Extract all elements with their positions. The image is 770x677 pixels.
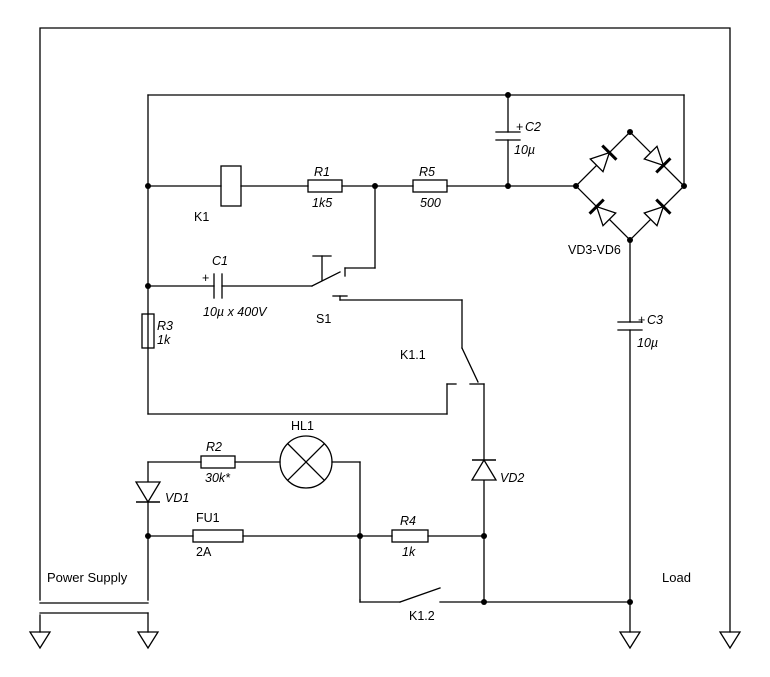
junction-dots xyxy=(145,92,687,605)
label-power-supply: Power Supply xyxy=(47,570,128,585)
label-c2-plus: + xyxy=(516,120,523,134)
top-wiring xyxy=(147,94,685,461)
label-r1-name: R1 xyxy=(314,165,330,179)
label-r5-name: R5 xyxy=(419,165,435,179)
diode-vd1 xyxy=(134,481,162,504)
label-r3-name: R3 xyxy=(157,319,173,333)
label-s1: S1 xyxy=(316,312,331,326)
label-c2-name: C2 xyxy=(525,120,541,134)
resistor-r5 xyxy=(412,179,448,193)
label-c3-plus: + xyxy=(638,313,645,327)
resistor-r2 xyxy=(200,455,236,469)
label-fu1-value: 2A xyxy=(196,545,212,559)
ground-arrow-right xyxy=(718,631,742,650)
label-hl1: HL1 xyxy=(291,419,314,433)
label-k1: K1 xyxy=(194,210,209,224)
label-load: Load xyxy=(662,570,691,585)
label-r5-value: 500 xyxy=(420,196,441,210)
relay-k1-coil xyxy=(220,165,242,207)
switch-s1 xyxy=(311,255,348,297)
label-r4-name: R4 xyxy=(400,514,416,528)
diode-vd2 xyxy=(470,458,498,481)
label-k1-1: K1.1 xyxy=(400,348,426,362)
label-c3-name: C3 xyxy=(647,313,663,327)
label-vd2: VD2 xyxy=(500,471,524,485)
lower-wiring xyxy=(147,461,631,603)
label-c1-value: 10µ x 400V xyxy=(203,305,268,319)
label-vd3-vd6: VD3-VD6 xyxy=(568,243,621,257)
label-k1-2: K1.2 xyxy=(409,609,435,623)
label-r1-value: 1k5 xyxy=(312,196,332,210)
label-fu1-name: FU1 xyxy=(196,511,220,525)
label-r2-name: R2 xyxy=(206,440,222,454)
label-r3-value: 1k xyxy=(157,333,171,347)
c3-load-branch xyxy=(617,239,643,650)
resistor-r1 xyxy=(307,179,343,193)
power-supply-connector xyxy=(39,602,160,650)
label-r4-value: 1k xyxy=(402,545,416,559)
label-c1-name: C1 xyxy=(212,254,228,268)
capacitor-c2 xyxy=(495,131,521,141)
ground-arrow-ps xyxy=(136,631,160,650)
label-c2-value: 10µ xyxy=(514,143,535,157)
ground-arrow-load xyxy=(618,631,642,650)
diode-bridge-vd3-vd6 xyxy=(575,131,685,241)
capacitor-c1 xyxy=(213,273,223,299)
label-c3-value: 10µ xyxy=(637,336,658,350)
ground-arrow-left xyxy=(28,631,52,650)
lamp-hl1 xyxy=(279,435,333,489)
outer-frame xyxy=(28,27,742,650)
resistor-r4 xyxy=(391,529,429,543)
label-vd1: VD1 xyxy=(165,491,189,505)
label-r2-value: 30k* xyxy=(205,471,231,485)
label-c1-plus: + xyxy=(202,271,209,285)
fuse-fu1 xyxy=(192,529,244,543)
resistor-r3 xyxy=(141,313,155,349)
